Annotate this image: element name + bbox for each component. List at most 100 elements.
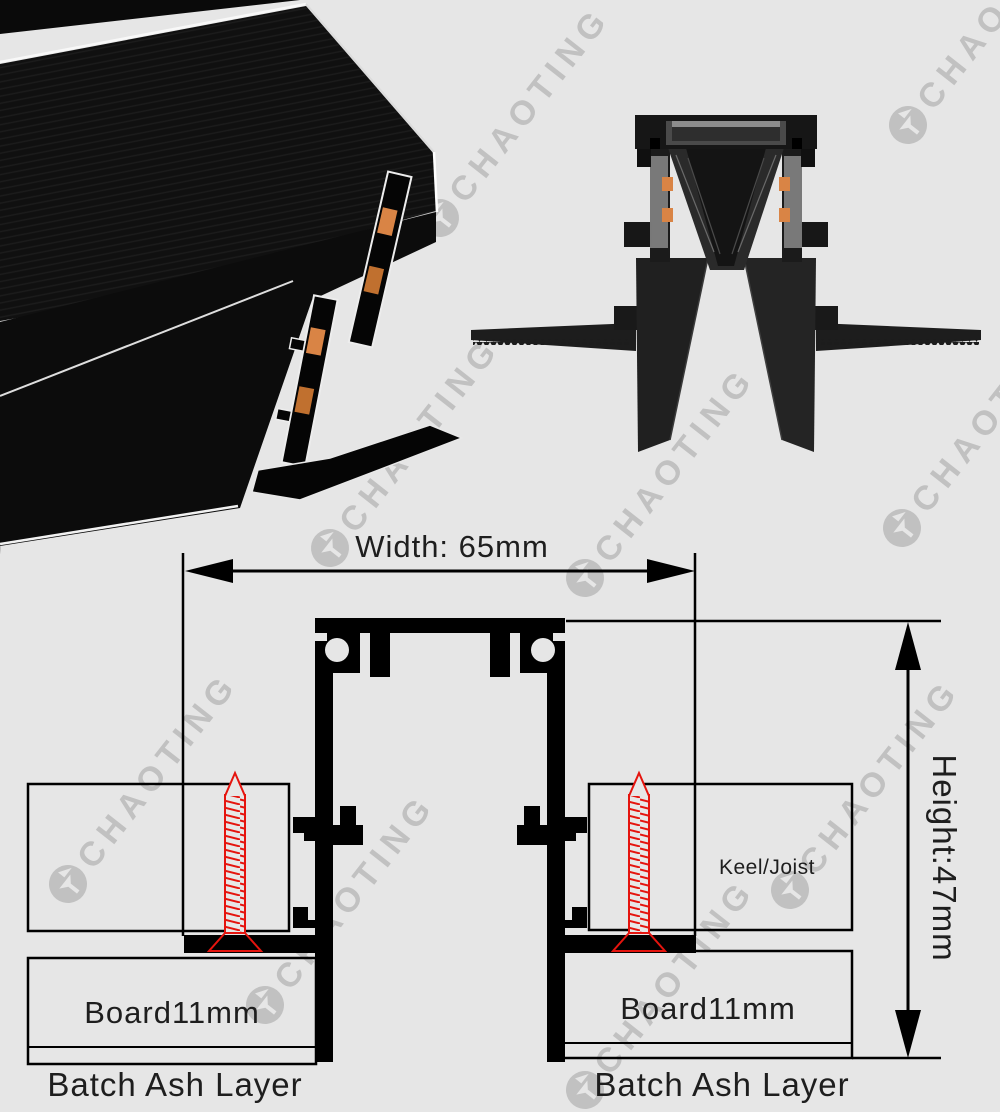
arrowhead-down-icon <box>895 1010 921 1058</box>
leg-edge <box>669 257 709 441</box>
copper-contact <box>305 327 326 356</box>
batch-ash-label-right: Batch Ash Layer <box>594 1066 849 1103</box>
edge-highlight <box>305 3 435 153</box>
profile-cap <box>315 618 565 633</box>
mounting-wing-right <box>816 323 981 351</box>
track-profile-silhouette <box>184 618 696 1062</box>
copper-contact <box>662 208 673 222</box>
cap-slot <box>650 138 660 149</box>
magnet-strip-edge <box>687 157 721 255</box>
inner-tab <box>524 806 540 826</box>
trim-flange-right <box>547 935 696 953</box>
insulator-panel-right <box>784 156 802 248</box>
outer-hook <box>304 833 315 841</box>
watermark: CHAOTING <box>413 0 618 245</box>
arrowhead-right-icon <box>647 559 695 583</box>
watermark-text: CHAOTING <box>442 0 618 210</box>
board-label-right: Board11mm <box>620 991 796 1026</box>
watermark: CHAOTING <box>881 0 1000 152</box>
board-layers: Board11mm Board11mm Batch Ash Layer Batc… <box>26 949 941 1103</box>
screw-head <box>610 932 668 952</box>
end-face-foot <box>251 424 465 501</box>
wing-serration <box>821 339 979 345</box>
extrusion-ridges <box>0 6 436 322</box>
edge-highlight <box>0 2 307 64</box>
copper-contact <box>779 208 790 222</box>
outer-hook <box>293 817 315 833</box>
outer-hook <box>565 833 576 841</box>
profile-far-tip <box>0 0 300 34</box>
outer-hook <box>565 817 587 833</box>
profile-rail-left <box>315 670 333 1062</box>
cap-ear <box>801 149 815 167</box>
bottom-edge-highlight <box>0 504 239 546</box>
trim-leg-left <box>636 258 708 452</box>
screw-shank <box>224 794 246 934</box>
profile-corner-left <box>315 633 360 673</box>
board-label-left: Board11mm <box>84 995 260 1030</box>
cap-slot <box>792 138 802 149</box>
insulator-panel-left <box>650 156 668 248</box>
arrowhead-left-icon <box>185 559 233 583</box>
center-funnel-inner <box>686 148 766 266</box>
screw-tip <box>628 770 650 797</box>
copper-contact <box>363 265 385 295</box>
screw-tip <box>224 770 246 797</box>
copper-contact <box>779 177 790 191</box>
svg-text:CHAOTING: CHAOTING <box>587 871 763 1081</box>
end-face-hook <box>288 336 307 353</box>
copper-contact <box>662 177 673 191</box>
profile-corner-right <box>520 633 565 673</box>
svg-text:CHAOTING: CHAOTING <box>70 665 246 875</box>
leg-edge <box>743 257 783 441</box>
keel-box-right <box>587 782 854 932</box>
height-dimension: Height:47mm <box>566 619 963 1058</box>
photo-perspective-view <box>0 0 465 546</box>
batch-ash-label-left: Batch Ash Layer <box>47 1066 302 1103</box>
board-box-right <box>561 949 854 1060</box>
board-box-left <box>26 956 318 1066</box>
width-dimension: Width: 65mm <box>181 529 697 936</box>
inner-tab <box>340 806 356 826</box>
side-tab-right <box>800 222 828 247</box>
end-face-cross-section <box>251 170 465 501</box>
magnet-strip-edge <box>675 154 715 253</box>
width-dimension-label: Width: 65mm <box>355 529 549 564</box>
profile-channel-body <box>0 212 436 546</box>
keel-label: Keel/Joist <box>719 856 815 879</box>
trim-flange-left <box>184 935 333 953</box>
outer-hook <box>293 907 308 928</box>
svg-text:CHAOTING: CHAOTING <box>910 0 1000 117</box>
keel-box-left <box>26 782 291 933</box>
screw-shank <box>628 794 650 934</box>
screw-head <box>206 932 264 952</box>
photo-cross-section-view <box>471 115 981 452</box>
outer-hook <box>308 920 315 928</box>
cap-recess-highlight <box>672 121 780 127</box>
profile-rail-right <box>547 670 565 1062</box>
end-face-hook <box>274 407 293 423</box>
screw-left <box>206 770 264 952</box>
outer-hook <box>565 920 572 928</box>
wing-serration <box>473 339 631 345</box>
arrowhead-up-icon <box>895 622 921 670</box>
channel-edge-highlight <box>0 280 294 397</box>
inner-tab <box>333 825 363 845</box>
profile-stub <box>490 633 510 677</box>
trim-leg-right <box>744 258 816 452</box>
inner-tab <box>517 825 547 845</box>
profile-stub <box>370 633 390 677</box>
magnet-strip-edge <box>731 157 765 255</box>
side-tab-left <box>624 222 652 247</box>
cap-ear <box>637 149 651 167</box>
watermark: CHAOTING <box>41 665 246 911</box>
outer-hook <box>572 907 587 928</box>
edge-highlight <box>432 151 439 213</box>
cap-recess-inner <box>672 127 780 141</box>
screw-right <box>610 770 668 952</box>
installation-dimension-drawing: Width: 65mm Keel/Joist <box>26 529 963 1103</box>
magnet-strip-edge <box>737 154 777 253</box>
copper-contact <box>377 207 398 237</box>
